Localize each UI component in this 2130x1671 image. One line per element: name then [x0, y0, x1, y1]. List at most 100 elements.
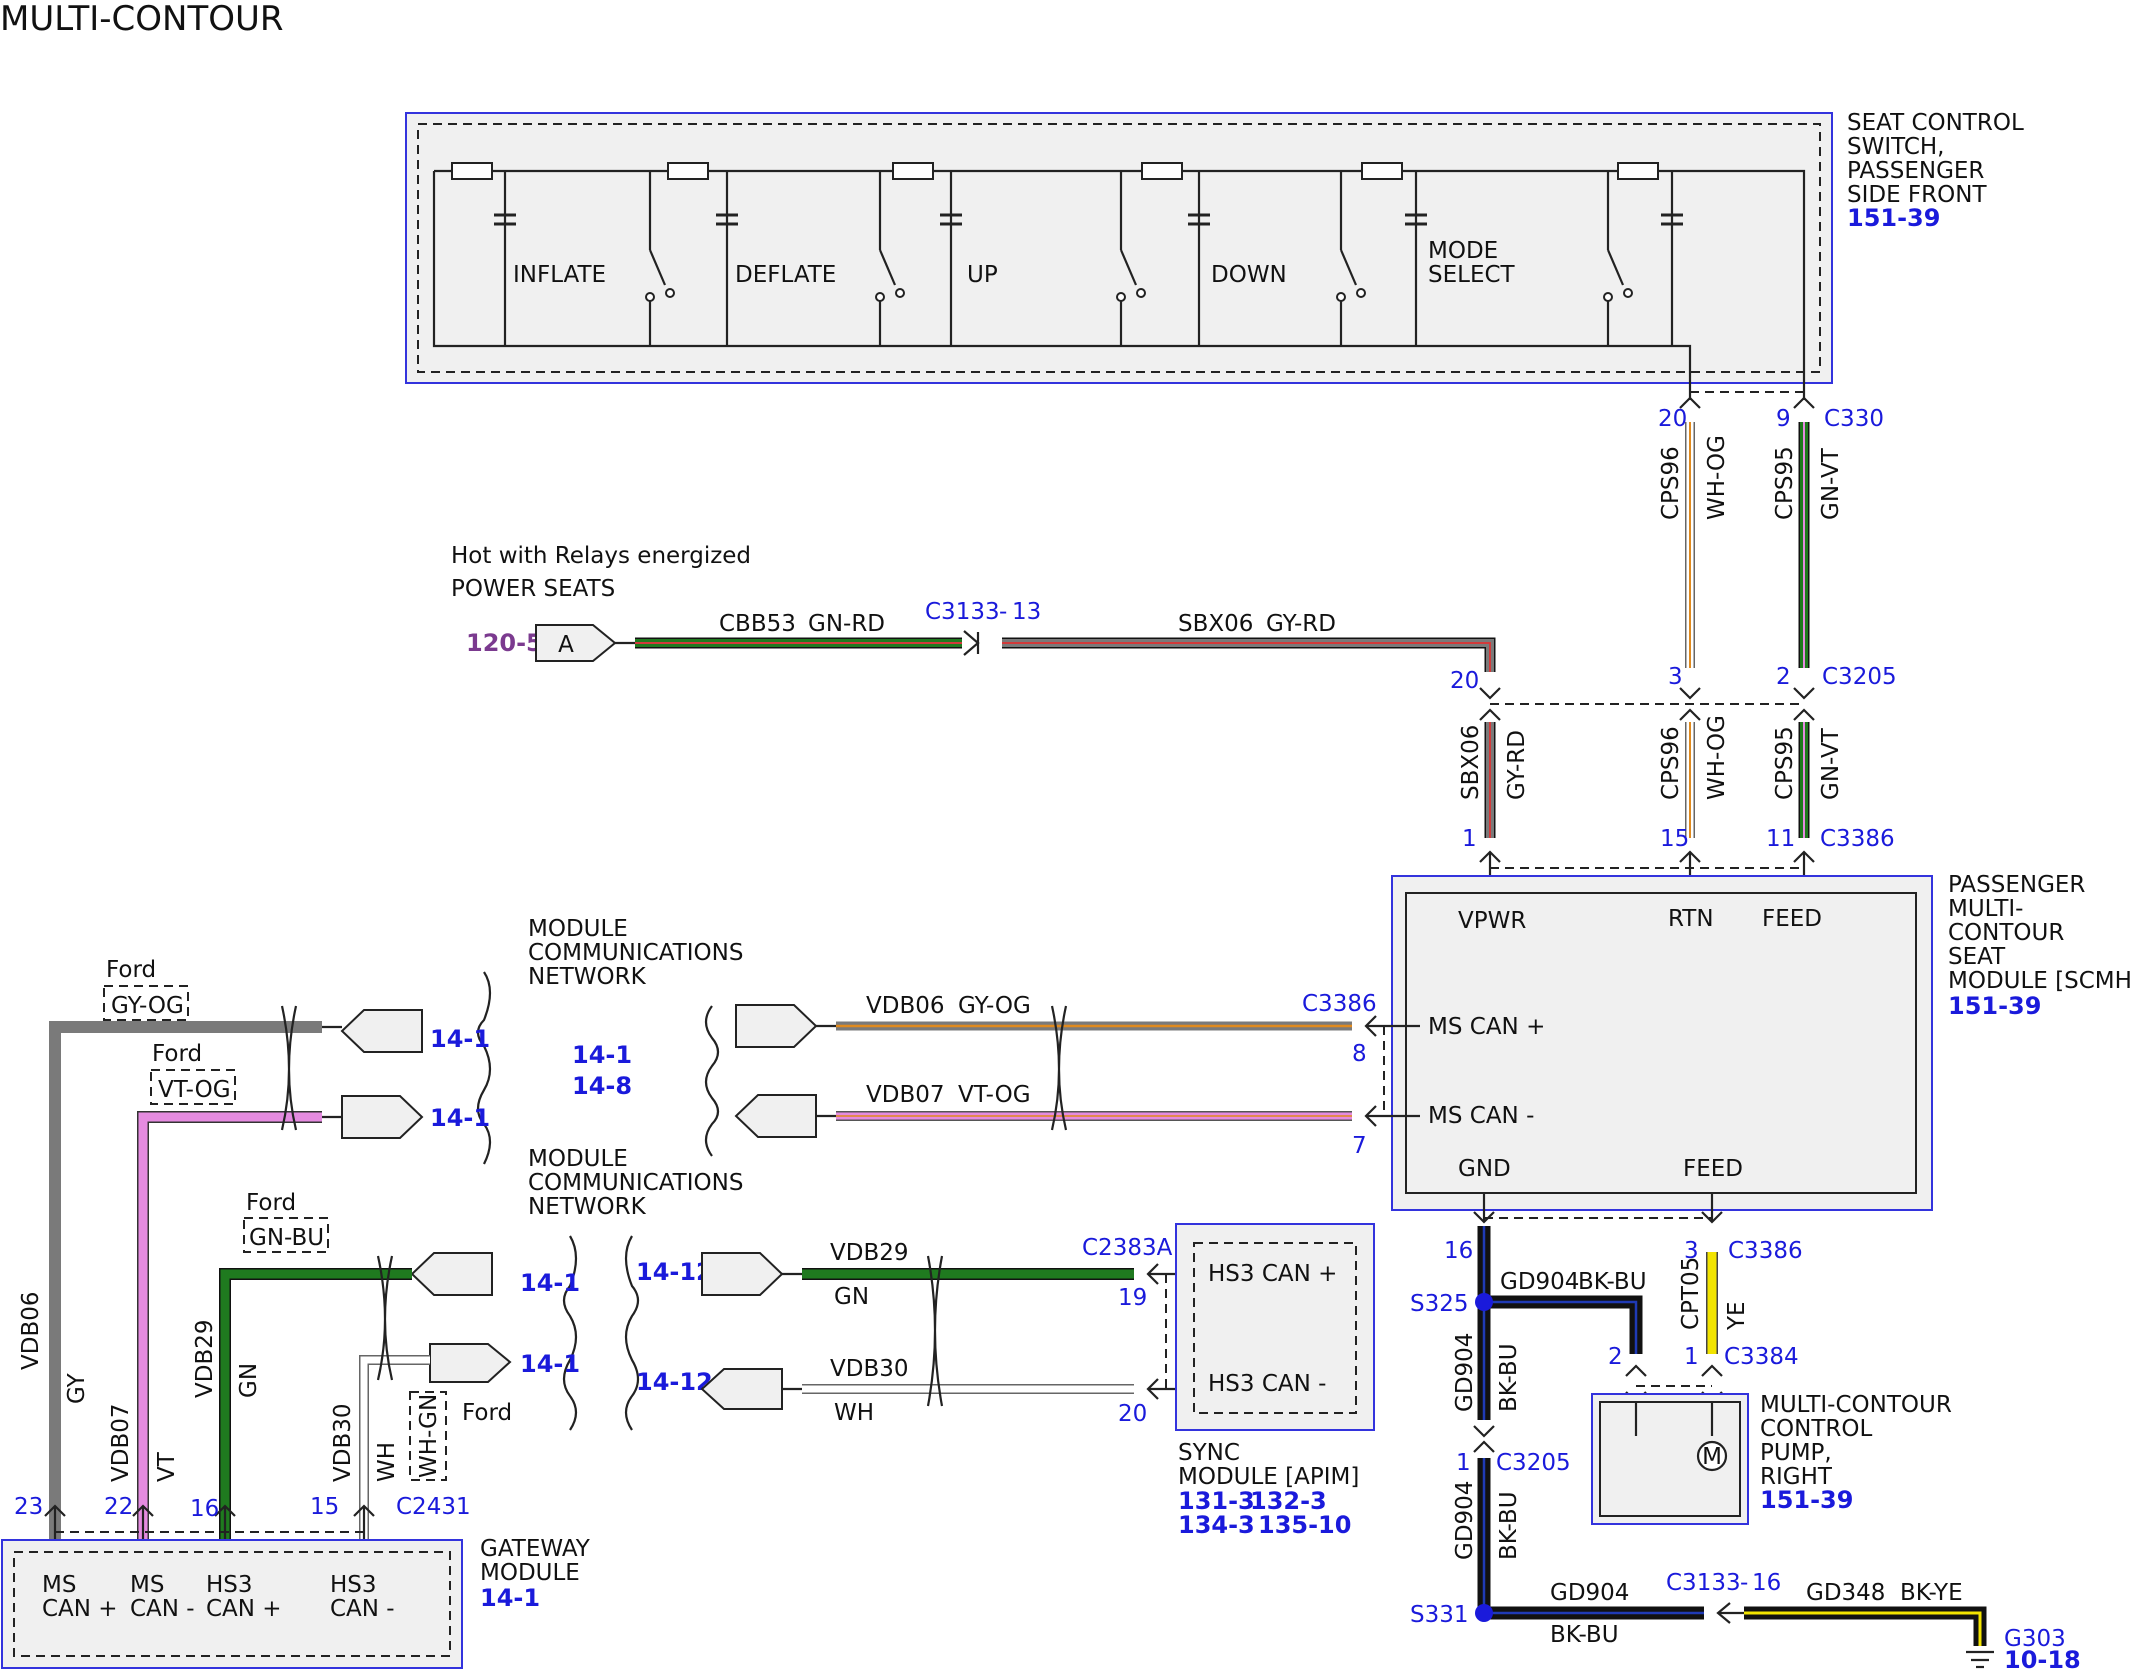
ford-tag-2-color: VT-OG: [158, 1077, 231, 1103]
apim-ref-3[interactable]: 134-3: [1178, 1511, 1255, 1539]
apim-ref-1[interactable]: 131-3: [1178, 1487, 1255, 1515]
network-ref-14-1-e[interactable]: 14-1: [520, 1350, 580, 1378]
splice-s331-label: S331: [1410, 1602, 1469, 1628]
resistor-icon: [892, 162, 934, 180]
wire-sbx06-horizontal: [1002, 637, 1496, 672]
wire-left-vdb06: [49, 1021, 322, 1542]
switch-top-bus: [434, 169, 1806, 400]
connector-c3133-13: C3133: [925, 599, 1000, 625]
pin-3-feed: 3: [1684, 1238, 1699, 1264]
seat-switch-name-4: SIDE FRONT: [1847, 182, 1987, 208]
connector-c3133-16: C3133: [1666, 1570, 1741, 1596]
pin-1: 1: [1462, 826, 1477, 852]
switch-label-up: UP: [967, 262, 998, 288]
color-cps95-lower: GN-VT: [1818, 727, 1844, 800]
power-connector-letter: A: [558, 632, 574, 658]
pin-11: 11: [1766, 826, 1795, 852]
twisted-pair-left-hs3: [376, 1255, 394, 1381]
label-left-vdb07: VDB07: [108, 1404, 134, 1483]
vdb29-connector: [701, 1252, 784, 1296]
gateway-pin-3b: CAN +: [206, 1596, 282, 1622]
connector-c3133-16-pin: 16: [1752, 1570, 1781, 1596]
diagram-title: MULTI-CONTOUR: [0, 0, 284, 39]
label-left-vdb06: VDB06: [18, 1292, 44, 1371]
apim-pin-hs3-plus: HS3 CAN +: [1208, 1261, 1337, 1287]
wire-gd348: [1744, 1606, 1987, 1646]
power-ref[interactable]: 120-5: [466, 629, 543, 657]
splice-s325: [1475, 1293, 1493, 1311]
pin-23: 23: [14, 1494, 43, 1520]
c330-terminals: [1679, 396, 1815, 409]
ford-tag-4-box: [409, 1391, 447, 1481]
power-note-1: Hot with Relays energized: [451, 543, 751, 569]
network-ref-14-1-d[interactable]: 14-1: [520, 1269, 580, 1297]
apim-name-2: MODULE [APIM]: [1178, 1464, 1359, 1490]
apim-ref-2[interactable]: 132-3: [1250, 1487, 1327, 1515]
pump-name-2: CONTROL: [1760, 1416, 1873, 1442]
apim-name-1: SYNC: [1178, 1440, 1240, 1466]
color-cbb53: GN-RD: [808, 611, 885, 637]
scmh-pin-ms-can-plus: MS CAN +: [1428, 1014, 1545, 1040]
label-sbx06-v: SBX06: [1458, 725, 1484, 800]
network-ref-14-12-b[interactable]: 14-12: [636, 1368, 713, 1396]
scmh-pin-ms-can-minus: MS CAN -: [1428, 1103, 1534, 1129]
label-cpt05: CPT05: [1678, 1257, 1704, 1330]
power-connector-a: [535, 624, 617, 662]
ford-tag-1-brand: Ford: [106, 957, 156, 983]
label-vdb06-mid: VDB06: [866, 993, 945, 1019]
color-gd348: BK-YE: [1900, 1580, 1963, 1606]
label-gd904-bottom: GD904: [1550, 1580, 1629, 1606]
ford-tag-3-brand: Ford: [246, 1190, 296, 1216]
c3386-can-terminals: [1364, 1015, 1420, 1127]
label-gd904-v1: GD904: [1452, 1333, 1478, 1412]
label-sbx06-h: SBX06: [1178, 611, 1253, 637]
ground-icon: [1966, 1650, 1994, 1669]
resistor-icons: [451, 162, 1659, 180]
pin-20-left: 20: [1450, 668, 1479, 694]
ford-tag-2-brand: Ford: [152, 1041, 202, 1067]
apim-ref-4[interactable]: 135-10: [1258, 1511, 1351, 1539]
seat-switch-ref[interactable]: 151-39: [1847, 204, 1940, 232]
left-vdb29-connector: [410, 1252, 493, 1296]
seat-switch-name-2: SWITCH,: [1847, 134, 1945, 160]
label-vdb07-mid: VDB07: [866, 1082, 945, 1108]
scmh-ref[interactable]: 151-39: [1948, 992, 2041, 1020]
switch-label-mode: MODE: [1428, 238, 1498, 264]
wire-left-vdb07: [137, 1111, 322, 1542]
network-ref-14-1-mid[interactable]: 14-1: [572, 1041, 632, 1069]
network-ref-14-8[interactable]: 14-8: [572, 1072, 632, 1100]
seat-control-switch: INFLATE DEFLATE UP DOWN MODE SELECT: [405, 112, 1833, 400]
c3133-13-arrow: [963, 630, 980, 656]
color-gd904-v1: BK-BU: [1496, 1343, 1522, 1412]
resistor-icon: [1361, 162, 1403, 180]
network-ref-14-1-c[interactable]: 14-1: [430, 1104, 490, 1132]
scmh-pin-rtn: RTN: [1668, 906, 1714, 932]
left-vdb06-connector: [340, 1009, 423, 1053]
scmh-name-3: CONTOUR: [1948, 920, 2064, 946]
network-ref-14-12-a[interactable]: 14-12: [636, 1258, 713, 1286]
connector-c3133-13-dash: -: [999, 599, 1007, 625]
gateway-ref[interactable]: 14-1: [480, 1584, 540, 1612]
pin-2: 2: [1776, 664, 1791, 690]
gateway-frame: [1, 1539, 463, 1669]
label-vdb29-mid: VDB29: [830, 1240, 909, 1266]
ground-ref[interactable]: 10-18: [2004, 1646, 2081, 1671]
label-gd904-h: GD904: [1500, 1269, 1579, 1295]
motor-letter: M: [1702, 1444, 1722, 1470]
network-ref-14-1-a[interactable]: 14-1: [430, 1025, 490, 1053]
pump-ref[interactable]: 151-39: [1760, 1486, 1853, 1514]
switch-label-deflate: DEFLATE: [735, 262, 836, 288]
motor-icon: [1696, 1440, 1728, 1472]
scmh-pin-feed-bottom: FEED: [1683, 1156, 1743, 1182]
scmh-module: [1405, 892, 1917, 1194]
color-sbx06-v: GY-RD: [1504, 730, 1530, 800]
switch-branches: [494, 171, 1683, 346]
twisted-pair-left-ms: [280, 1005, 298, 1131]
resistor-icon: [1141, 162, 1183, 180]
ford-tag-1-box: [103, 985, 189, 1021]
network-label-2-c: NETWORK: [528, 1194, 647, 1220]
label-cps96-lower: CPS96: [1658, 726, 1684, 800]
connector-c3133-13-pin: 13: [1012, 599, 1041, 625]
pump-name-1: MULTI-CONTOUR: [1760, 1392, 1952, 1418]
